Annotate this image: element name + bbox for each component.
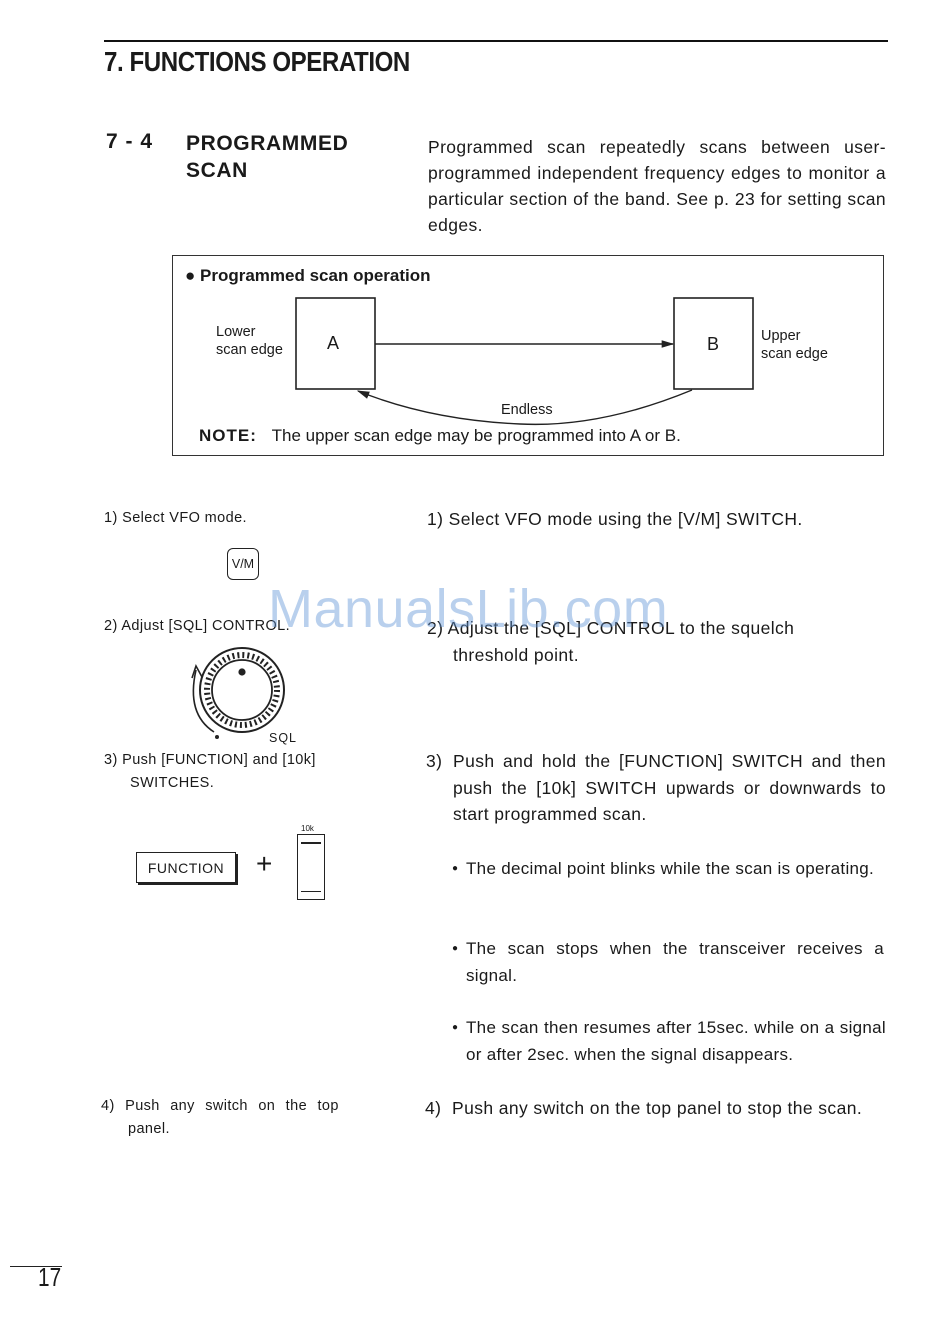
vm-switch-illustration: V/M <box>227 548 259 580</box>
upper-edge-line2: scan edge <box>761 346 828 362</box>
step2-right-line1: 2) Adjust the [SQL] CONTROL to the squel… <box>427 618 795 638</box>
step3-left-line1: 3) Push [FUNCTION] and [10k] <box>104 752 316 768</box>
bullet-text: The scan stops when the transceiver rece… <box>466 939 884 985</box>
bullet-item: ● The scan stops when the transceiver re… <box>452 936 884 989</box>
step3-right-text: Push and hold the [FUNCTION] SWITCH and … <box>453 751 886 824</box>
step4-right-number: 4) <box>425 1098 442 1118</box>
step4-left-line1: 4) Push any switch on the top <box>101 1098 339 1114</box>
bullet-text: The decimal point blinks while the scan … <box>466 859 875 878</box>
bullet-icon: ● <box>452 863 459 874</box>
step3-left: 3) Push [FUNCTION] and [10k] SWITCHES. <box>104 749 316 795</box>
section-intro: Programmed scan repeatedly scans between… <box>428 137 886 235</box>
step3-right: 3) Push and hold the [FUNCTION] SWITCH a… <box>426 748 886 828</box>
section-title-line1: PROGRAMMED <box>186 132 349 155</box>
endless-label: Endless <box>501 402 553 418</box>
step4-right-text: Push any switch on the top panel to stop… <box>452 1098 863 1118</box>
chapter-title: FUNCTIONS OPERATION <box>129 46 410 77</box>
endless-return-arrow <box>356 389 693 426</box>
sql-knob-icon <box>191 647 285 739</box>
plus-sign: + <box>256 848 273 879</box>
box-a-label: A <box>327 333 340 353</box>
step3-right-number: 3) <box>426 751 443 771</box>
note-label: NOTE: <box>199 426 257 445</box>
lower-edge-label: Lower scan edge <box>216 323 283 359</box>
bullet-item: ● The decimal point blinks while the sca… <box>452 856 884 883</box>
step4-left-line2: panel. <box>128 1121 170 1137</box>
step2-right: 2) Adjust the [SQL] CONTROL to the squel… <box>427 615 794 668</box>
top-rule <box>104 40 888 42</box>
chapter-heading: 7. FUNCTIONS OPERATION <box>104 46 410 78</box>
section-title-line2: SCAN <box>186 159 248 182</box>
function-switch-illustration: FUNCTION <box>136 852 236 883</box>
step3-left-line2: SWITCHES. <box>130 775 215 791</box>
scan-diagram-frame <box>172 255 884 456</box>
watermark: ManualsLib.com <box>268 579 669 639</box>
step4-right: 4) Push any switch on the top panel to s… <box>425 1095 883 1122</box>
section-number: 7 - 4 <box>106 130 154 153</box>
bullet-text: The scan then resumes after 15sec. while… <box>466 1018 886 1064</box>
lower-edge-line1: Lower <box>216 324 256 340</box>
upper-edge-label: Upper scan edge <box>761 327 828 363</box>
bullet-icon: ● <box>452 943 459 954</box>
lower-edge-line2: scan edge <box>216 342 283 358</box>
upper-edge-line1: Upper <box>761 328 801 344</box>
bullet-item: ● The scan then resumes after 15sec. whi… <box>452 1015 886 1068</box>
step2-left: 2) Adjust [SQL] CONTROL. <box>104 618 291 634</box>
diagram-note: NOTE: The upper scan edge may be program… <box>199 426 681 446</box>
diagram-heading-text: Programmed scan operation <box>200 266 431 285</box>
step1-right: 1) Select VFO mode using the [V/M] SWITC… <box>427 509 803 529</box>
chapter-number: 7. <box>104 46 124 77</box>
step2-right-line2: threshold point. <box>453 644 580 665</box>
page-number: 17 <box>38 1262 62 1292</box>
tenk-label: 10k <box>301 824 314 833</box>
page-number-rule <box>10 1266 62 1268</box>
bullet-icon: ● <box>185 266 196 285</box>
box-b-label: B <box>707 334 720 354</box>
tenk-switch-illustration <box>297 834 325 900</box>
diagram-heading: ● Programmed scan operation <box>185 266 431 286</box>
section-title: PROGRAMMED SCAN <box>186 130 386 184</box>
note-text: The upper scan edge may be programmed in… <box>271 426 681 445</box>
sql-label: SQL <box>269 731 298 745</box>
step1-left: 1) Select VFO mode. <box>104 510 247 526</box>
step4-left: 4) Push any switch on the top panel. <box>101 1095 371 1141</box>
bullet-icon: ● <box>452 1022 459 1033</box>
